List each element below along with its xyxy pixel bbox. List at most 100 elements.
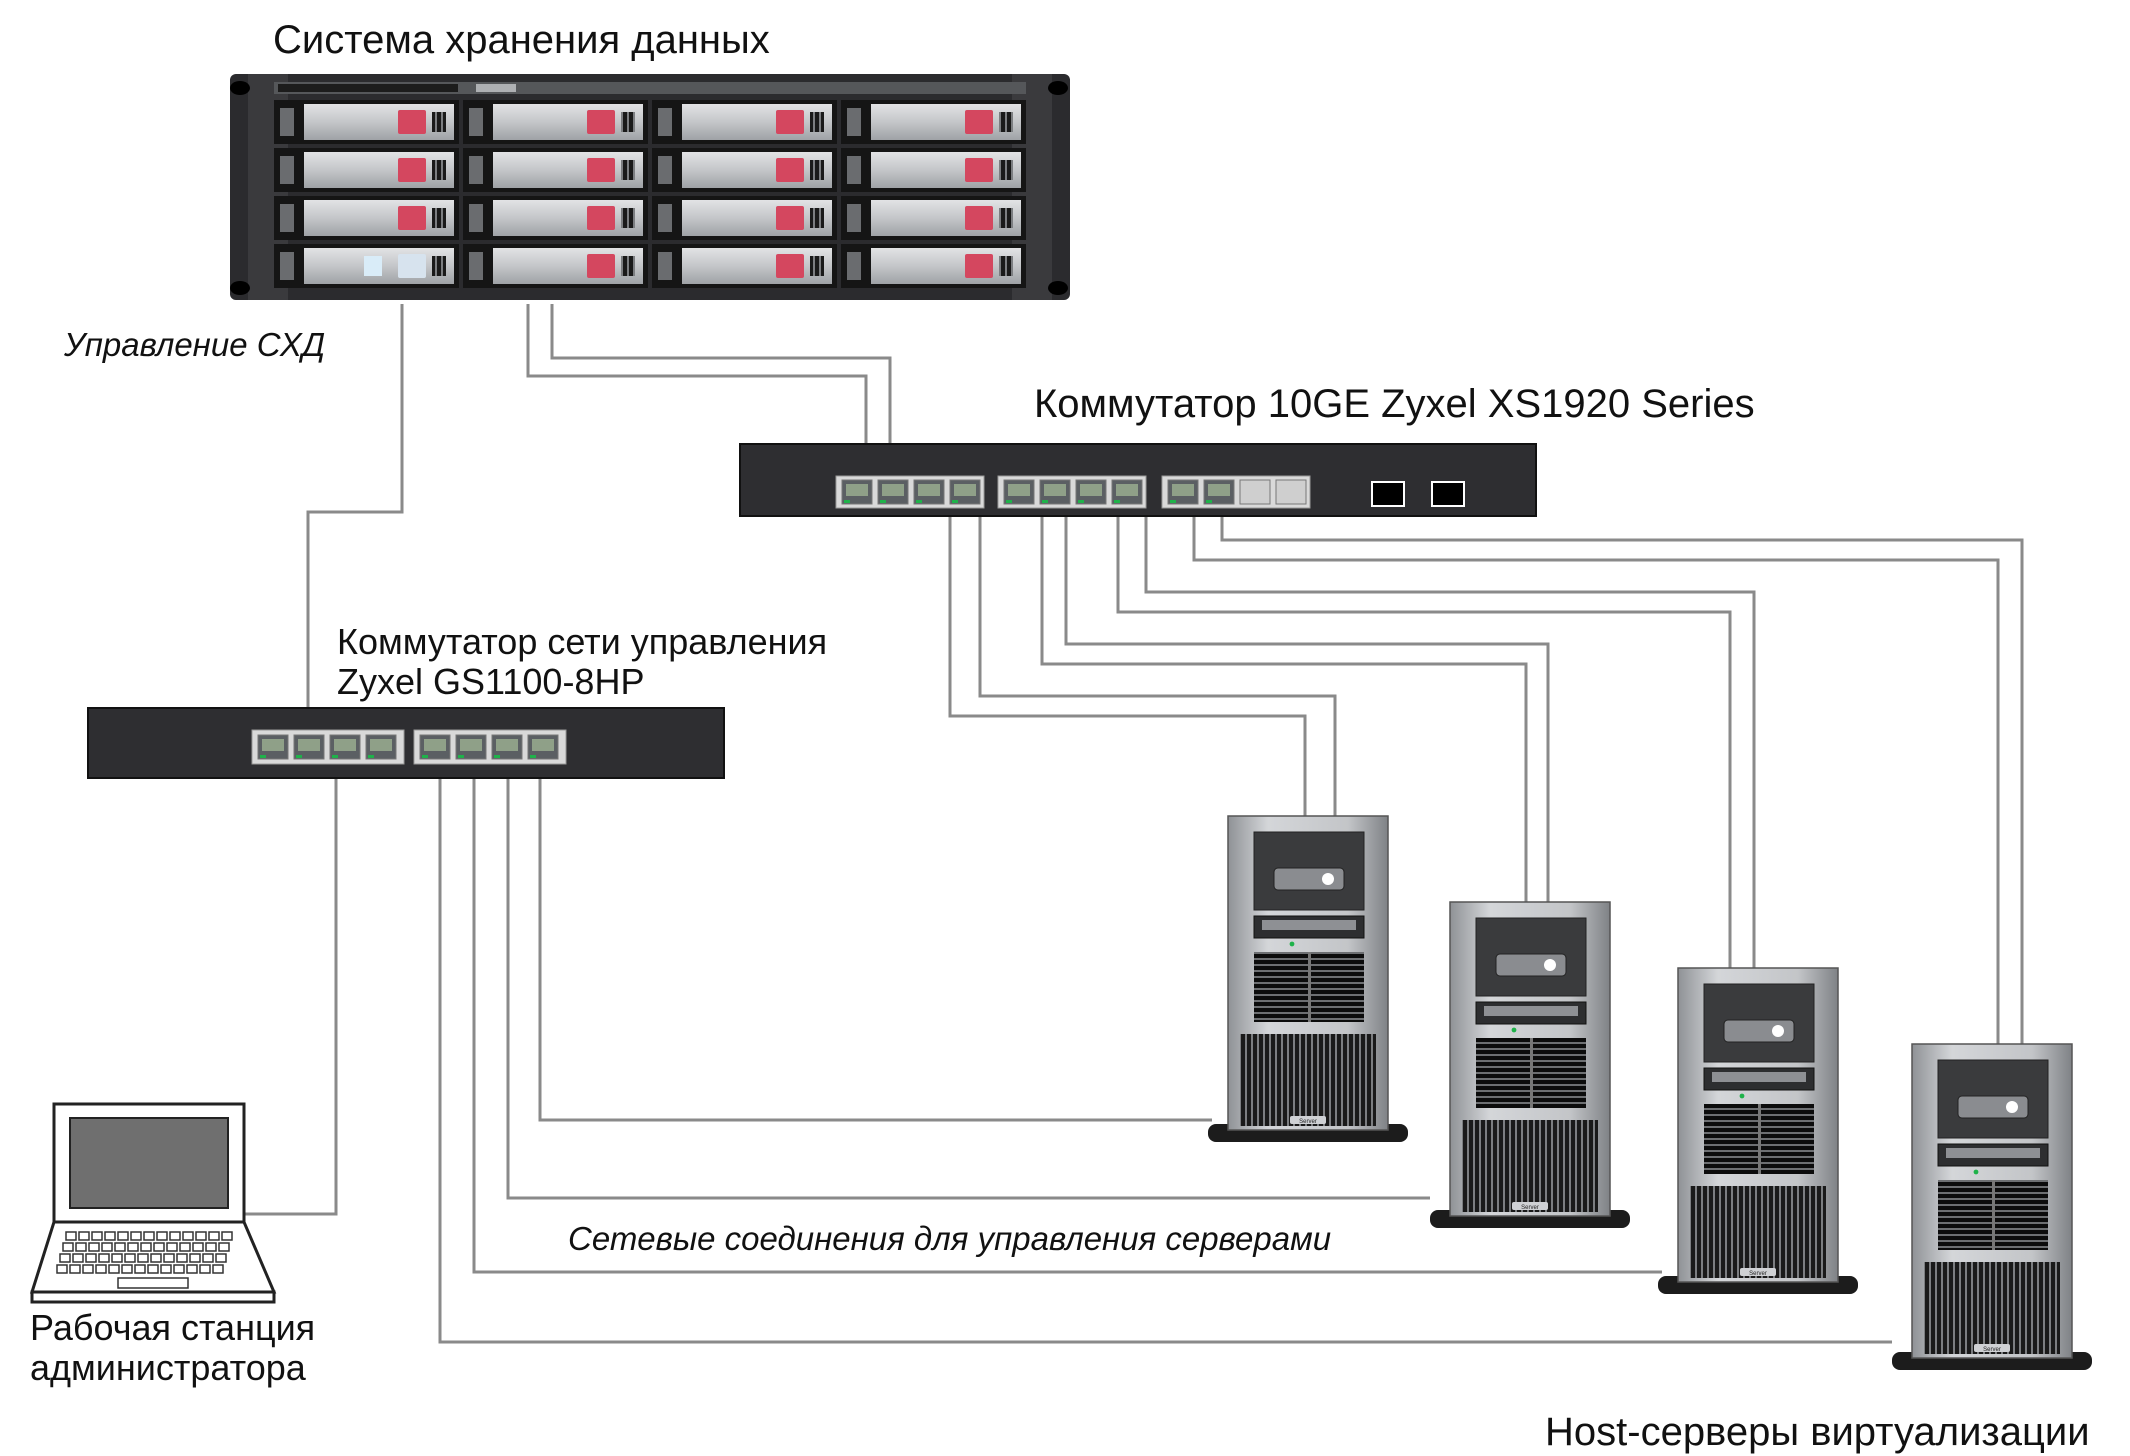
status-led <box>1739 1093 1745 1099</box>
laptop-key <box>186 1264 198 1274</box>
cable-core-srv3-a <box>1116 512 1732 970</box>
laptop-key <box>108 1264 120 1274</box>
laptop-key <box>124 1253 136 1263</box>
port-contacts <box>882 484 904 496</box>
bottom-grille <box>1240 1034 1376 1126</box>
drive-bay <box>652 148 837 192</box>
drive-handle <box>776 110 804 134</box>
host-server: Server <box>1208 815 1408 1142</box>
port-contacts <box>262 739 284 751</box>
link-led <box>952 500 958 503</box>
cable-mgmt-srv1 <box>538 774 1212 1122</box>
port-contacts <box>1116 484 1138 496</box>
laptop-key <box>85 1253 97 1263</box>
laptop-key <box>59 1253 71 1263</box>
port-contacts <box>496 739 518 751</box>
cable-storage-core-1 <box>526 304 868 446</box>
cable-core-srv2-b <box>1064 512 1550 902</box>
link-led <box>530 755 536 758</box>
laptop-key <box>205 1242 217 1252</box>
laptop-key <box>72 1253 84 1263</box>
cable-mgmt-srv4 <box>438 774 1892 1344</box>
power-button <box>1322 873 1334 885</box>
bottom-grille <box>1462 1120 1598 1212</box>
drive-handle <box>965 158 993 182</box>
workstation-label-line2: администратора <box>30 1347 306 1388</box>
laptop-key <box>137 1253 149 1263</box>
server-badge-text: Server <box>1299 1119 1317 1125</box>
laptop-key <box>176 1253 188 1263</box>
link-led <box>260 755 266 758</box>
mgmt-switch-label-line2: Zyxel GS1100-8HP <box>337 661 645 702</box>
laptop-key <box>95 1264 107 1274</box>
drive-handle <box>398 110 426 134</box>
laptop-key <box>56 1264 68 1274</box>
drive-handle <box>587 110 615 134</box>
drive-handle <box>776 254 804 278</box>
link-led <box>422 755 428 758</box>
port-contacts <box>334 739 356 751</box>
link-led <box>1170 500 1176 503</box>
rack-ear-hole <box>230 81 250 95</box>
server-badge-text: Server <box>1983 1347 2001 1353</box>
server-badge <box>1512 1202 1548 1210</box>
laptop-screen <box>69 1117 229 1209</box>
mgmt-switch-label: Коммутатор сети управления Zyxel GS1100-… <box>337 622 827 702</box>
laptop-key <box>134 1264 146 1274</box>
port-contacts <box>532 739 554 751</box>
laptop-key <box>153 1242 165 1252</box>
drive-bay <box>274 244 459 288</box>
cable-storage-core-2 <box>550 304 892 446</box>
drive-handle <box>587 254 615 278</box>
power-button <box>1544 959 1556 971</box>
link-led <box>494 755 500 758</box>
power-button <box>1772 1025 1784 1037</box>
laptop-key <box>140 1242 152 1252</box>
mgmt-switch-body <box>87 707 725 779</box>
drive-handle <box>965 206 993 230</box>
mgmt-switch-label-line1: Коммутатор сети управления <box>337 621 828 662</box>
port-contacts <box>954 484 976 496</box>
port-contacts <box>918 484 940 496</box>
server-badge-text: Server <box>1521 1205 1539 1211</box>
drive-handle <box>965 110 993 134</box>
laptop-key <box>111 1253 123 1263</box>
cable-storage-mgmt <box>306 304 404 710</box>
power-button <box>2006 1101 2018 1113</box>
laptop-key <box>130 1231 142 1241</box>
laptop-key <box>179 1242 191 1252</box>
mgmt-switch <box>87 707 725 779</box>
drive-bay <box>841 244 1026 288</box>
link-led <box>1114 500 1120 503</box>
drive-bay <box>841 148 1026 192</box>
drive-handle <box>587 158 615 182</box>
cable-core-srv1-a <box>948 512 1307 818</box>
drive-bay <box>463 100 648 144</box>
status-led <box>364 256 382 276</box>
workstation-label: Рабочая станция администратора <box>30 1308 315 1388</box>
port-contacts <box>1208 484 1230 496</box>
server-badge-text: Server <box>1749 1271 1767 1277</box>
host-server: Server <box>1658 967 1858 1294</box>
hosts-label: Host-серверы виртуализации <box>1545 1410 2090 1454</box>
laptop-key <box>121 1264 133 1274</box>
link-led <box>844 500 850 503</box>
status-led <box>1289 941 1295 947</box>
cable-core-srv2-a <box>1040 512 1528 902</box>
storage-title: Система хранения данных <box>273 18 770 62</box>
port-contacts <box>424 739 446 751</box>
laptop-spacebar <box>117 1277 189 1289</box>
link-led <box>916 500 922 503</box>
drive-handle <box>587 206 615 230</box>
laptop-key <box>75 1242 87 1252</box>
storage-array <box>230 74 1070 300</box>
empty-slot <box>398 254 426 278</box>
core-switch <box>739 443 1537 517</box>
cable-core-srv4-b <box>1220 512 2024 1046</box>
laptop-key <box>212 1264 224 1274</box>
port-contacts <box>298 739 320 751</box>
drive-bay <box>841 100 1026 144</box>
link-led <box>1042 500 1048 503</box>
drive-bay <box>463 196 648 240</box>
